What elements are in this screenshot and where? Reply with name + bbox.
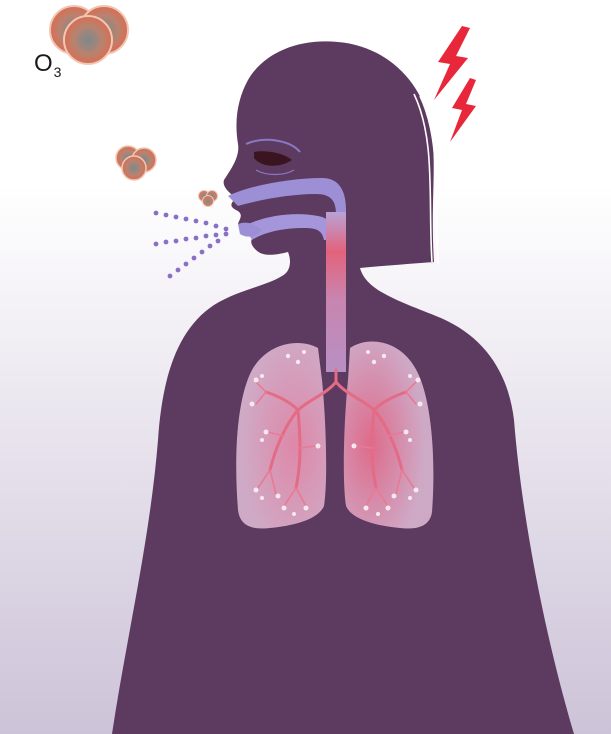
- ozone-label: O3: [34, 52, 61, 79]
- trachea: [326, 212, 346, 372]
- ozone-label-subscript: 3: [54, 64, 62, 80]
- ozone-label-element: O: [34, 50, 53, 77]
